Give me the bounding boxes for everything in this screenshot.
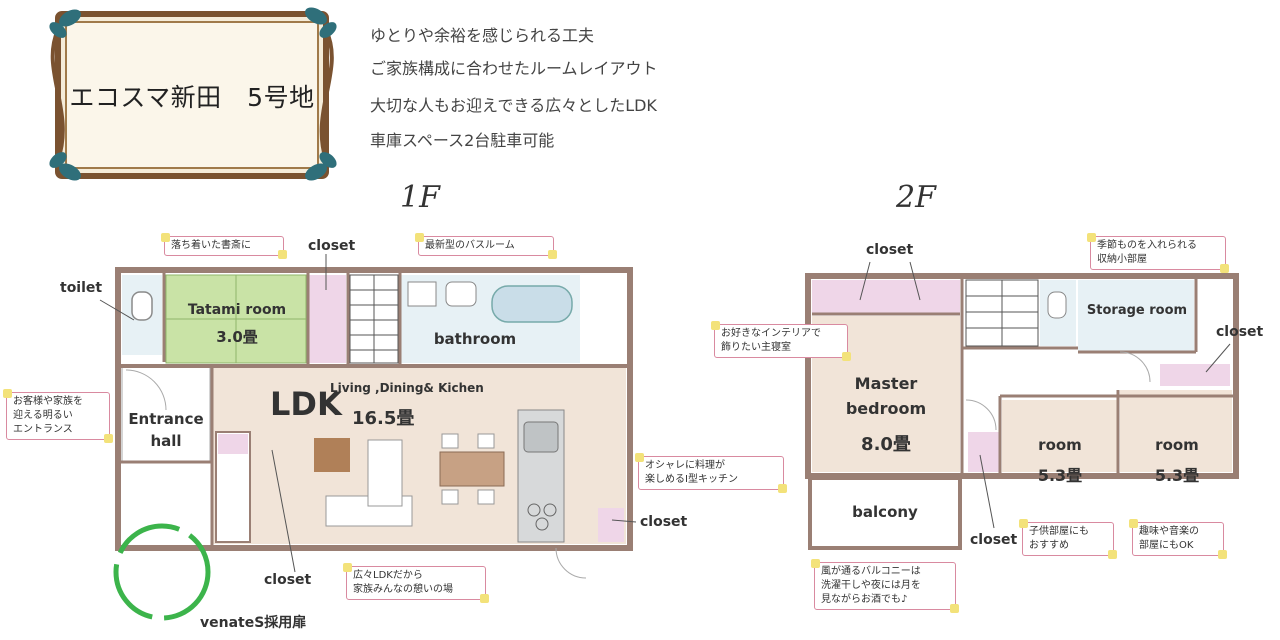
storage-room: [1078, 280, 1194, 352]
page-title: エコスマ新田 5号地: [69, 83, 315, 112]
feature-line: 大切な人もお迎えできる広々としたLDK: [370, 96, 657, 115]
closet-label: closet: [264, 572, 312, 588]
note-kitchen: オシャレに料理が楽しめるI型キッチン: [635, 453, 787, 493]
ldk-label: LDK: [270, 385, 342, 423]
entrance-label-2: hall: [150, 432, 182, 450]
sink-icon: [407, 281, 437, 307]
stairs-icon: [965, 279, 1039, 347]
entrance-label: Entrance: [128, 410, 204, 428]
master-bedroom-size: 8.0畳: [861, 434, 911, 455]
closet-right: [598, 508, 624, 542]
master-bedroom-label: Master: [854, 374, 918, 393]
coffee-table-icon: [314, 438, 350, 472]
note-hobby: 趣味や音楽の部屋にもOK: [1129, 519, 1227, 559]
note-storage: 季節ものを入れられる収納小部屋: [1087, 233, 1229, 273]
balcony: [808, 476, 962, 550]
floor-label-2f: 2F: [896, 180, 936, 215]
closet-label: closet: [308, 238, 356, 254]
kitchen-sink-icon: [523, 421, 559, 453]
closet-right-2f: [1160, 364, 1230, 386]
second-floor-plan: [805, 261, 1239, 550]
closet-top: [308, 275, 346, 363]
leaf-icon: [49, 7, 337, 181]
bathroom-label: bathroom: [433, 330, 517, 348]
note-balcony: 風が通るバルコニーは洗濯干しや夜には月を見ながらお酒でも♪: [811, 559, 959, 613]
note-ldk: 広々LDKだから家族みんなの憩いの場: [343, 563, 489, 603]
note-master: お好きなインテリアで飾りたい主寝室: [711, 321, 851, 361]
closet-bottom: [218, 434, 248, 454]
washbasin-icon: [445, 281, 477, 307]
master-bedroom-label-2: bedroom: [845, 399, 927, 418]
room-1: [1002, 400, 1118, 472]
room-1-size: 5.3畳: [1037, 466, 1083, 485]
ldk-sublabel: Living ,Dining& Kichen: [330, 381, 484, 395]
closet-label: closet: [866, 242, 914, 258]
feature-line: ご家族構成に合わせたルームレイアウト: [370, 59, 658, 78]
dining-table-icon: [439, 451, 505, 487]
master-closet: [812, 280, 960, 314]
floor-label-1f: 1F: [400, 180, 440, 215]
toilet-label: toilet: [60, 280, 103, 296]
feature-line: ゆとりや余裕を感じられる工夫: [370, 26, 595, 45]
feature-line: 車庫スペース2台駐車可能: [370, 131, 555, 150]
room-1-label: room: [1038, 436, 1082, 454]
balcony-label: balcony: [852, 503, 918, 521]
note-study: 落ち着いた書斎に: [161, 233, 287, 259]
door-highlight-circle: [113, 523, 211, 621]
closet-label: closet: [640, 514, 688, 530]
title-frame: [49, 7, 337, 181]
closet-label: closet: [970, 532, 1018, 548]
tatami-room-size: 3.0畳: [216, 328, 258, 346]
toilet-icon: [1047, 291, 1067, 319]
closet-label: closet: [1216, 324, 1264, 340]
note-entrance: お客様や家族を迎える明るいエントランス: [3, 389, 113, 443]
toilet-icon: [131, 291, 153, 321]
closet-bottom-2f: [968, 432, 1000, 472]
stairs-icon: [349, 274, 399, 364]
bathtub-icon: [491, 285, 573, 323]
storage-room-label: Storage room: [1086, 303, 1188, 318]
dining-chair-icon: [441, 433, 495, 505]
room-2-size: 5.3畳: [1154, 466, 1200, 485]
first-floor-plan: [99, 254, 637, 621]
room-2-label: room: [1155, 436, 1199, 454]
note-bath: 最新型のバスルーム: [415, 233, 557, 259]
ldk-size: 16.5畳: [352, 408, 415, 429]
room-2: [1120, 390, 1232, 472]
tatami-room-label: Tatami room: [187, 302, 287, 318]
stove-icon: [527, 503, 557, 531]
note-kids: 子供部屋にもおすすめ: [1019, 519, 1117, 559]
door-label: venateS採用扉: [200, 615, 307, 631]
entrance-hall: [121, 365, 211, 463]
sofa-icon: [325, 439, 413, 527]
